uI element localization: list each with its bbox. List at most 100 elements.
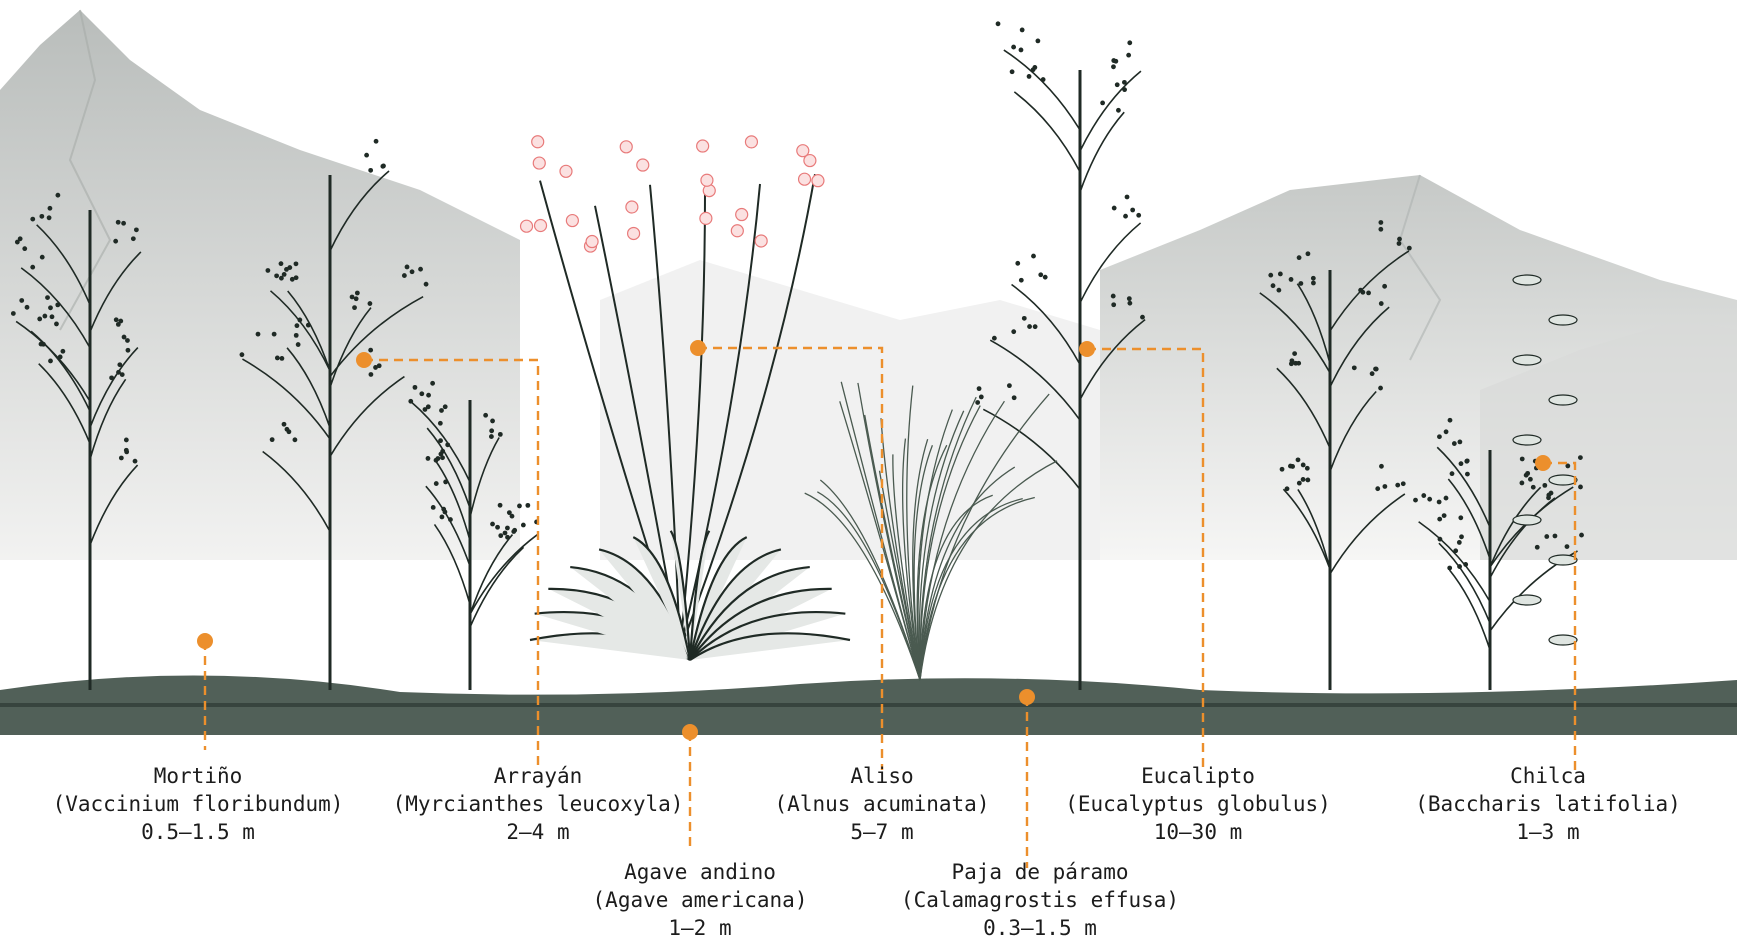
- tree-right-bud: [1296, 361, 1301, 366]
- chilca-shrub-bud: [1549, 491, 1554, 496]
- eucalipto-tree-bud: [1041, 77, 1046, 82]
- mortino-bush-bud: [116, 220, 121, 225]
- common-name: Chilca: [1415, 762, 1681, 790]
- tree-right-bud: [1278, 272, 1283, 277]
- tree-right-bud: [1271, 283, 1276, 288]
- eucalipto-tree-bud: [1127, 40, 1132, 45]
- arrayan-tree-bud: [275, 356, 280, 361]
- shrub-bud: [495, 525, 500, 530]
- scientific-name: (Myrcianthes leucoxyla): [393, 790, 684, 818]
- tree-right-bud: [1378, 227, 1383, 232]
- label-mortino: Mortiño (Vaccinium floribundum) 0.5–1.5 …: [53, 762, 344, 846]
- eucalipto-tree-bud: [1007, 383, 1012, 388]
- shrub-bud: [426, 456, 431, 461]
- aliso-flower: [535, 220, 547, 232]
- mortino-bush-bud: [30, 265, 35, 270]
- chilca-leaf: [1513, 435, 1541, 445]
- chilca-shrub-bud: [1578, 485, 1583, 490]
- chilca-shrub-bud: [1437, 500, 1442, 505]
- arrayan-tree-bud: [293, 437, 298, 442]
- common-name: Paja de páramo: [901, 858, 1179, 886]
- arrayan-tree-bud: [294, 333, 299, 338]
- chilca-shrub-bud: [1463, 562, 1468, 567]
- eucalipto-tree-bud: [1136, 213, 1141, 218]
- tree-right-bud: [1375, 486, 1380, 491]
- tree-right-bud: [1305, 478, 1310, 483]
- mortino-bush-bud: [131, 236, 136, 241]
- tree-right-bud: [1352, 365, 1357, 370]
- eucalipto-tree-bud: [1140, 315, 1145, 320]
- shrub-bud: [498, 503, 503, 508]
- eucalipto-tree-bud: [1100, 100, 1105, 105]
- aliso-flower: [560, 165, 572, 177]
- marker-agave: [682, 724, 698, 740]
- scientific-name: (Eucalyptus globulus): [1065, 790, 1331, 818]
- mortino-bush-bud: [25, 305, 30, 310]
- arrayan-tree-bud: [410, 269, 415, 274]
- eucalipto-tree-bud: [1027, 324, 1032, 329]
- aliso-flower: [586, 236, 598, 248]
- eucalipto-tree-bud: [1031, 254, 1036, 259]
- arrayan-tree-bud: [285, 427, 290, 432]
- chilca-shrub-bud: [1450, 471, 1455, 476]
- arrayan-tree-bud: [274, 273, 279, 278]
- eucalipto-tree-branch: [1080, 112, 1124, 192]
- chilca-shrub-bud: [1442, 513, 1447, 518]
- chilca-shrub-bud: [1524, 473, 1529, 478]
- mortino-bush-bud: [121, 221, 126, 226]
- marker-chilca: [1535, 455, 1551, 471]
- mortino-bush-bud: [124, 450, 129, 455]
- tree-right-bud: [1276, 288, 1281, 293]
- aliso-flower: [736, 209, 748, 221]
- marker-paja: [1019, 689, 1035, 705]
- arrayan-tree-bud: [352, 305, 357, 310]
- mortino-bush-bud: [42, 314, 47, 319]
- tree-right-bud: [1382, 284, 1387, 289]
- shrub-bud: [413, 385, 418, 390]
- shrub-bud: [489, 428, 494, 433]
- tree-right-bud: [1268, 273, 1273, 278]
- mortino-bush-bud: [48, 359, 53, 364]
- shrub-bud: [521, 523, 526, 528]
- eucalipto-tree-bud: [1038, 272, 1043, 277]
- aliso-flower: [731, 225, 743, 237]
- eucalipto-tree-bud: [1130, 208, 1135, 213]
- mortino-bush-bud: [48, 305, 53, 310]
- chilca-shrub-bud: [1437, 517, 1442, 522]
- chilca-shrub-bud: [1444, 429, 1449, 434]
- shrub-bud: [498, 432, 503, 437]
- tree-right-bud: [1379, 464, 1384, 469]
- common-name: Mortiño: [53, 762, 344, 790]
- eucalipto-tree-bud: [1027, 74, 1032, 79]
- tree-right-bud: [1297, 481, 1302, 486]
- chilca-shrub-bud: [1531, 485, 1536, 490]
- eucalipto-tree-bud: [1116, 108, 1121, 113]
- shrub-bud: [445, 442, 450, 447]
- shrub-bud: [498, 533, 503, 538]
- height-range: 0.3–1.5 m: [901, 914, 1179, 942]
- mortino-bush-bud: [39, 214, 44, 219]
- tree-right-bud: [1305, 466, 1310, 471]
- shrub-bud: [503, 531, 508, 536]
- arrayan-tree-bud: [284, 267, 289, 272]
- arrayan-tree-bud: [402, 273, 407, 278]
- eucalipto-tree-bud: [979, 395, 984, 400]
- chilca-shrub-bud: [1535, 545, 1540, 550]
- chilca-leaf: [1513, 515, 1541, 525]
- scientific-name: (Vaccinium floribundum): [53, 790, 344, 818]
- eucalipto-tree-bud: [1111, 294, 1116, 299]
- shrub-bud: [426, 404, 431, 409]
- eucalipto-tree-bud: [1019, 278, 1024, 283]
- chilca-shrub-bud: [1565, 464, 1570, 469]
- eucalipto-tree-bud: [1020, 28, 1025, 33]
- shrub-bud: [443, 404, 448, 409]
- mortino-bush-bud: [45, 295, 50, 300]
- arrayan-tree-bud: [282, 272, 287, 277]
- shrub-bud: [408, 399, 413, 404]
- eucalipto-tree-bud: [1011, 329, 1016, 334]
- label-paja: Paja de páramo (Calamagrostis effusa) 0.…: [901, 858, 1179, 942]
- aliso-flower: [812, 175, 824, 187]
- arrayan-tree-bud: [369, 372, 374, 377]
- mortino-bush-bud: [124, 438, 129, 443]
- arrayan-tree-bud: [424, 282, 429, 287]
